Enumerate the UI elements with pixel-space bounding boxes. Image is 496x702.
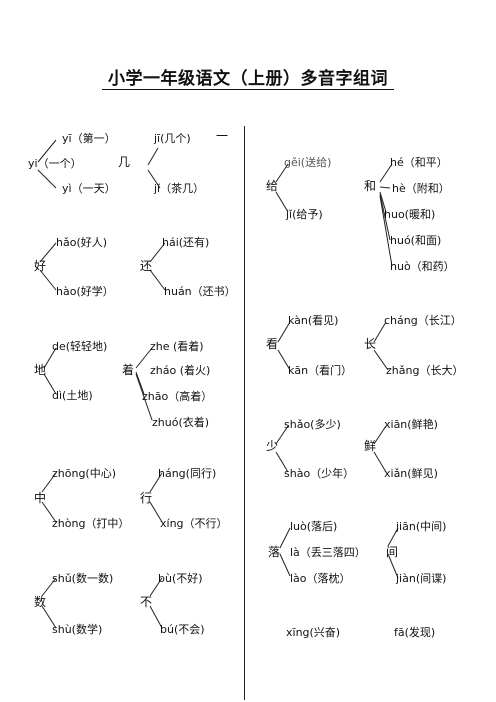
gei-char: 给: [266, 179, 279, 193]
shao-char: 少: [266, 439, 279, 453]
xing-char: 行: [140, 491, 153, 505]
di-reading-1: de(轻轻地): [52, 340, 108, 353]
chang-char: 长: [364, 337, 377, 351]
title-underline: [102, 89, 394, 90]
zhe-char: 着: [122, 363, 135, 377]
zhe-reading-2: zháo (着火): [150, 364, 211, 377]
bu-reading-2: bú(不会): [160, 623, 205, 636]
hao-reading-2: hào(好学）: [56, 285, 114, 298]
shu-reading-2: shù(数学): [52, 623, 103, 636]
bu-char: 不: [140, 595, 153, 609]
chang-reading-1: cháng（长江）: [384, 314, 462, 327]
xing-reading-1: háng(同行): [158, 467, 217, 480]
shao-reading-2: shào（少年）: [284, 467, 355, 480]
column-divider: [244, 126, 245, 700]
zhe-reading-1: zhe (看着): [150, 340, 204, 353]
xing2-reading-1: xīng(兴奋): [286, 626, 341, 639]
di-char: 地: [34, 363, 47, 377]
he-reading-1: hé（和平）: [390, 156, 448, 169]
kan-reading-2: kān（看门）: [288, 364, 353, 377]
zhe-reading-4: zhuó(衣着): [152, 416, 210, 429]
luo-char: 落: [268, 545, 281, 559]
ji-char: 几: [118, 155, 131, 169]
huan-reading-2: huán（还书）: [164, 285, 236, 298]
luo-reading-3: lào（落枕）: [290, 572, 351, 585]
yi-reading-2: yì（一天）: [62, 182, 116, 195]
ji-reading-2: jǐ（茶几）: [154, 182, 205, 195]
zhe-reading-3: zhāo（高着）: [142, 390, 213, 403]
huan-char: 还: [140, 259, 153, 273]
kan-char: 看: [266, 337, 279, 351]
ji-reading-1: jī(几个): [154, 132, 191, 145]
jian-reading-1: jiān(中间): [396, 520, 447, 533]
shu-char: 数: [34, 595, 47, 609]
xing-reading-2: xíng（不行）: [160, 517, 228, 530]
page-title: 小学一年级语文（上册）多音字组词: [108, 69, 388, 89]
xian-reading-2: xiǎn(鲜见): [384, 467, 438, 480]
yi-reading-1: yī（第一）: [62, 132, 116, 145]
xian-reading-1: xiān(鲜艳): [384, 418, 438, 431]
zhong-reading-1: zhōng(中心): [52, 467, 117, 480]
fa-reading-1: fā(发现): [394, 626, 436, 639]
ji-extra: 一: [216, 129, 229, 143]
jian-char: 间: [386, 545, 399, 559]
xian-char: 鲜: [364, 439, 377, 453]
huan-reading-1: hái(还有): [162, 236, 210, 249]
shu-reading-1: shǔ(数一数): [52, 572, 114, 585]
he-char: 和: [364, 179, 377, 193]
he-reading-5: huò（和药）: [390, 260, 455, 273]
zhong-char: 中: [34, 491, 47, 505]
hao-reading-1: hǎo(好人): [56, 236, 108, 249]
di-reading-2: dì(土地): [52, 389, 93, 402]
he-reading-3: huo(暖和): [384, 208, 436, 221]
zhong-reading-2: zhòng（打中）: [52, 517, 130, 530]
kan-reading-1: kàn(看见): [288, 314, 339, 327]
hao-char: 好: [34, 259, 47, 273]
bu-reading-1: bù(不好): [158, 572, 203, 585]
gei-reading-2: jǐ(给予): [286, 208, 323, 221]
shao-reading-1: shǎo(多少): [284, 418, 341, 431]
gei-reading-1: gěi(送给): [284, 156, 332, 169]
jian-reading-2: jiàn(间谍): [396, 572, 447, 585]
luo-reading-2: là（丢三落四）: [290, 546, 366, 559]
yi-char: yi（一个）: [28, 157, 82, 170]
he-reading-2: hè（附和）: [392, 182, 450, 195]
he-reading-4: huó(和面): [390, 234, 442, 247]
luo-reading-1: luò(落后): [290, 520, 338, 533]
chang-reading-2: zhǎng（长大）: [386, 364, 464, 377]
